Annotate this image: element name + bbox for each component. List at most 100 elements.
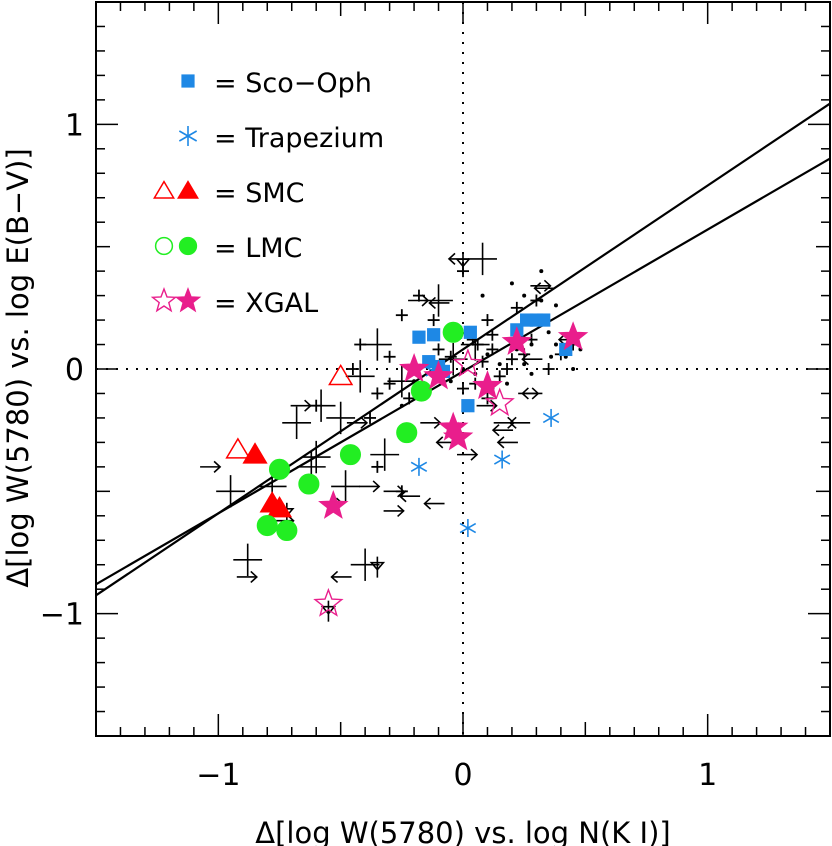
sco_oph-point	[537, 313, 551, 327]
xgal-point	[501, 326, 532, 356]
galactic-point	[533, 282, 555, 295]
legend-entry-smc: = SMC	[153, 178, 305, 209]
galactic-point	[468, 242, 497, 276]
xgal-legend-marker-open	[150, 287, 178, 313]
galactic-point	[508, 416, 531, 429]
xgal-point	[423, 360, 454, 390]
galactic-point	[427, 314, 440, 327]
galactic-point	[448, 379, 453, 384]
galactic-point	[383, 485, 405, 498]
legend-label-sco_oph: = Sco−Oph	[214, 68, 372, 99]
galactic-point	[428, 296, 450, 310]
xgal-point	[442, 421, 474, 451]
trapezium-point	[410, 457, 428, 476]
lmc-point	[410, 380, 432, 402]
galactic-point	[542, 363, 555, 375]
smc-point	[266, 496, 293, 518]
fit-line-2	[95, 157, 831, 586]
galactic-point	[493, 370, 506, 383]
galactic-point	[383, 350, 396, 363]
galactic-point	[539, 269, 544, 274]
galactic-point	[530, 279, 552, 292]
galactic-point	[200, 460, 222, 473]
galactic-point	[553, 342, 558, 347]
galactic-point	[346, 363, 359, 375]
y-tick-label: 1	[65, 108, 84, 143]
galactic-point	[546, 330, 551, 335]
lmc-point	[442, 321, 464, 343]
smc-legend-marker-open	[153, 180, 175, 199]
series-xgal-star-filled	[318, 321, 589, 519]
trapezium-point	[542, 408, 560, 427]
galactic-point	[549, 354, 554, 359]
galactic-point	[236, 570, 258, 584]
galactic-point	[481, 314, 494, 327]
galactic-point	[330, 570, 352, 584]
fit-lines	[95, 102, 831, 597]
legend-entry-lmc: = LMC	[154, 233, 302, 264]
galactic-point	[364, 411, 377, 424]
galactic-point	[370, 438, 400, 471]
legend-entry-xgal: = XGAL	[150, 287, 318, 319]
galactic-point	[395, 309, 408, 322]
lmc-point	[339, 444, 362, 466]
galactic-point	[359, 480, 381, 493]
trapezium-legend-marker	[178, 126, 198, 146]
galactic-point	[216, 475, 245, 508]
xgal-point	[313, 587, 344, 617]
lmc-point	[256, 515, 278, 537]
galactic-point	[480, 293, 485, 298]
galactic-point	[412, 379, 417, 384]
galactic-point	[457, 382, 469, 395]
xgal-point	[557, 321, 589, 351]
galactic-point	[290, 399, 312, 412]
galactic-point	[423, 497, 445, 510]
galactic-point	[529, 342, 534, 347]
lmc-point	[276, 519, 298, 542]
galactic-point	[497, 362, 502, 367]
legend-label-lmc: = LMC	[214, 233, 302, 264]
legend-entry-sco_oph: = Sco−Oph	[181, 68, 372, 99]
series-lmc-circle-filled	[256, 321, 464, 542]
xgal-point	[472, 370, 503, 400]
smc-legend-marker-filled	[177, 180, 199, 199]
galactic-point	[455, 253, 471, 275]
galactic-point	[522, 362, 527, 367]
series-smc-triangle-filled	[242, 442, 293, 518]
galactic-point	[510, 301, 523, 314]
galactic-point	[553, 303, 558, 308]
lmc-point	[268, 458, 291, 480]
galactic-point	[346, 416, 369, 429]
galactic-point	[403, 392, 416, 405]
galactic-point	[486, 328, 499, 341]
sco_oph-legend-marker	[181, 74, 195, 88]
galactic-point	[387, 365, 417, 398]
galactic-point	[432, 343, 445, 356]
galactic-point	[399, 403, 404, 408]
galactic-point	[521, 387, 543, 400]
x-axis-label: Δ[log W(5780) vs. log N(K I)]	[255, 816, 670, 846]
trapezium-point	[493, 450, 511, 469]
legend-label-xgal: = XGAL	[214, 288, 318, 319]
galactic-point	[371, 460, 384, 473]
galactic-point	[383, 377, 396, 390]
lmc-point	[298, 473, 320, 495]
sco_oph-point	[463, 325, 477, 339]
galactic-point	[282, 406, 312, 440]
galactic-point	[383, 504, 405, 517]
galactic-point	[505, 381, 510, 386]
galactic-point	[509, 281, 514, 286]
legend-label-smc: = SMC	[214, 178, 305, 209]
galactic-point	[233, 543, 263, 577]
xgal-legend-marker-filled	[174, 287, 202, 313]
galactic-point	[501, 363, 514, 375]
smc-point	[242, 442, 268, 464]
galactic-point	[539, 298, 544, 303]
legend-label-trapezium: = Trapezium	[214, 123, 384, 154]
galactic-point	[485, 352, 490, 357]
xgal-point	[484, 387, 515, 417]
galactic-point	[408, 294, 430, 307]
sco_oph-point	[427, 328, 441, 342]
galactic-point	[398, 490, 421, 503]
